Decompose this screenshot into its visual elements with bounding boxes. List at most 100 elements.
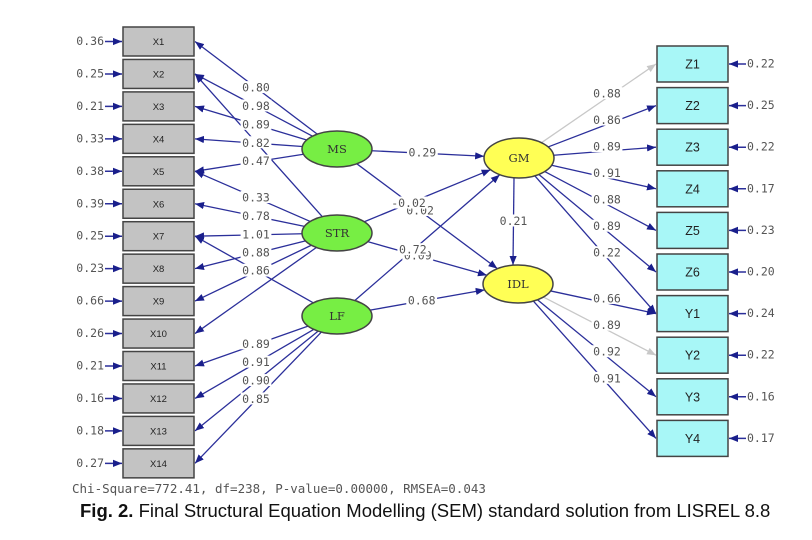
indicator-box-x11 — [122, 350, 195, 382]
error-variance-z3: 0.22 — [747, 140, 775, 154]
error-variance-z5: 0.23 — [747, 223, 775, 237]
indicator-label-z3: Z3 — [685, 141, 700, 155]
indicator-label-x11: X11 — [150, 362, 166, 373]
indicator-label-x9: X9 — [153, 297, 165, 308]
indicator-box-z3 — [656, 128, 729, 166]
error-variance-x3: 0.21 — [76, 99, 104, 113]
latent-lf — [301, 297, 373, 335]
indicator-label-x6: X6 — [153, 199, 165, 210]
error-variance-x14: 0.27 — [76, 456, 104, 470]
indicator-box-x13 — [122, 415, 195, 447]
structural-line-ms-idl — [356, 163, 498, 270]
indicator-box-y1 — [656, 294, 729, 333]
loading-label-ms-x3: 0.89 — [242, 117, 270, 131]
loading-label-idl-y1-bg — [591, 291, 623, 304]
latent-label-lf: LF — [329, 309, 345, 323]
loading-label-idl-y4-bg — [591, 371, 623, 384]
loading-label-gm-z5: 0.88 — [593, 193, 621, 207]
loading-label-lf-x11-bg — [240, 337, 272, 350]
error-variance-z2: 0.25 — [747, 98, 775, 112]
nodes: X1X2X3X4X5X6X7X8X9X10X11X12X13X14Z1Z2Z3Z… — [122, 26, 729, 479]
loading-label-gm-z4-bg — [591, 166, 623, 179]
indicator-box-z6 — [656, 253, 729, 291]
loading-label-lf-x7-bg — [240, 263, 272, 276]
structural-label-gm-idl: 0.21 — [500, 214, 528, 228]
error-variance-z6: 0.20 — [747, 265, 775, 279]
indicator-label-x8: X8 — [153, 264, 165, 275]
loading-label-gm-z2-bg — [591, 113, 623, 126]
loading-label-lf-x14-bg — [240, 392, 272, 405]
loading-line-gm-y1 — [534, 175, 657, 315]
indicator-label-z6: Z6 — [685, 266, 700, 280]
loading-label-ms-x2-bg — [240, 99, 272, 112]
indicator-box-x7 — [122, 220, 195, 252]
loading-label-gm-z2: 0.86 — [593, 113, 621, 127]
indicator-box-x2 — [122, 58, 195, 90]
loading-label-lf-x14: 0.85 — [242, 392, 270, 406]
loading-line-gm-z1 — [541, 63, 657, 144]
loading-label-gm-y1: 0.22 — [593, 246, 621, 260]
fit-statistics: Chi-Square=772.41, df=238, P-value=0.000… — [72, 481, 486, 496]
latent-label-gm: GM — [509, 151, 530, 165]
latent-ms — [301, 130, 373, 168]
loading-label-str-x5: 0.33 — [242, 191, 270, 205]
indicator-box-x8 — [122, 253, 195, 284]
loading-label-gm-z6-bg — [591, 219, 623, 232]
structural-label-lf-idl-bg — [406, 294, 438, 307]
indicator-box-x1 — [122, 26, 195, 57]
loading-line-str-x10 — [194, 246, 317, 335]
loading-label-gm-z1: 0.88 — [593, 87, 621, 101]
error-variance-z1: 0.22 — [747, 57, 775, 71]
error-variance-x12: 0.16 — [76, 391, 104, 405]
structural-label-gm-idl-bg — [498, 214, 529, 227]
loading-label-gm-z6: 0.89 — [593, 219, 621, 233]
loading-label-gm-z1-bg — [591, 87, 623, 100]
loading-line-gm-z2 — [547, 104, 657, 148]
error-variance-y2: 0.22 — [747, 348, 775, 362]
structural-label-str-gm-bg — [389, 196, 428, 209]
loading-label-str-x8-bg — [240, 246, 272, 259]
loading-label-str-x5-bg — [240, 191, 272, 204]
loading-label-lf-x11: 0.89 — [242, 337, 270, 351]
loading-label-ms-x5: 0.47 — [242, 154, 270, 168]
indicator-label-x14: X14 — [150, 459, 167, 470]
indicator-label-y1: Y1 — [685, 307, 700, 321]
structural-label-ms-gm: 0.29 — [409, 146, 437, 160]
indicator-label-x13: X13 — [150, 426, 167, 437]
loading-label-idl-y4: 0.91 — [593, 371, 621, 385]
indicator-box-y4 — [656, 419, 729, 458]
loading-label-gm-z5-bg — [591, 193, 623, 206]
indicator-label-x2: X2 — [153, 69, 165, 80]
latent-gm — [483, 137, 555, 179]
indicator-box-y2 — [656, 336, 729, 374]
loading-label-idl-y2: 0.89 — [593, 318, 621, 332]
loading-label-str-x6-bg — [240, 209, 272, 222]
loading-label-idl-y1: 0.66 — [593, 291, 621, 305]
structural-label-ms-gm-bg — [406, 146, 438, 159]
error-variance-x7: 0.25 — [76, 229, 104, 243]
indicator-label-z2: Z2 — [685, 99, 700, 113]
loading-label-gm-z3: 0.89 — [593, 140, 621, 154]
error-variance-x5: 0.38 — [76, 164, 104, 178]
error-variance-y1: 0.24 — [747, 306, 775, 320]
indicator-label-z1: Z1 — [685, 58, 700, 72]
loading-label-lf-x12: 0.91 — [242, 355, 270, 369]
indicator-box-z4 — [656, 170, 729, 208]
indicator-label-x7: X7 — [153, 232, 165, 243]
indicator-label-x12: X12 — [150, 394, 167, 405]
indicator-box-z1 — [656, 45, 729, 83]
error-variance-x13: 0.18 — [76, 423, 104, 437]
loading-label-ms-x1-bg — [240, 81, 272, 94]
loading-label-str-x6: 0.78 — [242, 209, 270, 223]
error-variance-x6: 0.39 — [76, 196, 104, 210]
indicator-label-x10: X10 — [150, 329, 167, 340]
loading-label-str-x7-bg — [240, 227, 272, 240]
error-variance-x9: 0.66 — [76, 294, 104, 308]
indicator-box-y3 — [656, 378, 729, 416]
loading-label-str-x8: 0.88 — [242, 246, 270, 260]
indicator-label-y2: Y2 — [685, 349, 700, 363]
error-variance-x1: 0.36 — [76, 34, 104, 48]
indicator-box-x6 — [122, 188, 195, 219]
loading-label-lf-x13: 0.90 — [242, 374, 270, 388]
